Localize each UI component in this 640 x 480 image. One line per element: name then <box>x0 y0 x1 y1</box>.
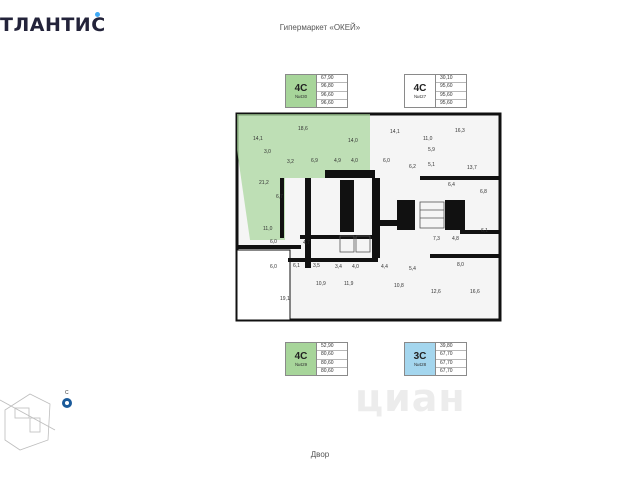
room-area: 18,6 <box>298 126 308 132</box>
room-area: 12,6 <box>431 289 441 295</box>
top-label: Гипермаркет «ОКЕЙ» <box>279 23 361 32</box>
room-area: 21,2 <box>259 180 269 186</box>
room-area: 13,7 <box>467 165 477 171</box>
room-area: 6,9 <box>311 158 318 164</box>
apartment-429-area <box>236 249 291 321</box>
watermark: циан <box>355 376 466 420</box>
room-area: 14,0 <box>348 138 358 144</box>
room-area: 11,0 <box>263 226 273 232</box>
logo: ТЛАНТИС <box>0 14 106 36</box>
bottom-label: Двор <box>310 450 330 459</box>
room-area: 6,1 <box>481 228 488 234</box>
room-area: 3,5 <box>313 263 320 269</box>
room-area: 6,1 <box>293 263 300 269</box>
room-area: 6,7 <box>276 194 283 200</box>
room-area: 6,0 <box>270 264 277 270</box>
room-area: 3,4 <box>335 264 342 270</box>
compass-icon: С <box>62 390 72 408</box>
room-area: 11,9 <box>344 281 354 287</box>
room-area: 4,9 <box>334 158 341 164</box>
room-area: 6,0 <box>383 158 390 164</box>
room-area: 16,3 <box>455 128 465 134</box>
logo-dot <box>95 12 100 17</box>
room-area: 6,4 <box>448 182 455 188</box>
room-area: 10,8 <box>394 283 404 289</box>
walls <box>237 170 500 268</box>
room-area: 14,1 <box>390 129 400 135</box>
svg-text:С: С <box>65 390 69 396</box>
room-area: 16,6 <box>470 289 480 295</box>
room-area: 6,8 <box>480 189 487 195</box>
room-area: 6,0 <box>270 239 277 245</box>
room-area: 10,9 <box>316 281 326 287</box>
room-area: 4,7 <box>303 240 310 246</box>
stairs <box>339 201 445 253</box>
room-area: 4,4 <box>381 264 388 270</box>
room-area: 7,3 <box>433 236 440 242</box>
room-area: 4,0 <box>351 158 358 164</box>
site-map <box>0 393 56 451</box>
room-area: 14,1 <box>253 136 263 142</box>
room-area: 8,0 <box>457 262 464 268</box>
room-area: 5,9 <box>428 147 435 153</box>
room-area: 4,0 <box>352 264 359 270</box>
room-area: 3,0 <box>264 149 271 155</box>
room-area: 6,2 <box>409 164 416 170</box>
apartment-430-area <box>237 114 370 240</box>
room-area: 5,4 <box>409 266 416 272</box>
room-area: 4,8 <box>452 236 459 242</box>
room-area: 19,1 <box>280 296 290 302</box>
room-area: 11,0 <box>423 136 433 142</box>
room-area: 3,2 <box>287 159 294 165</box>
room-area: 5,1 <box>428 162 435 168</box>
